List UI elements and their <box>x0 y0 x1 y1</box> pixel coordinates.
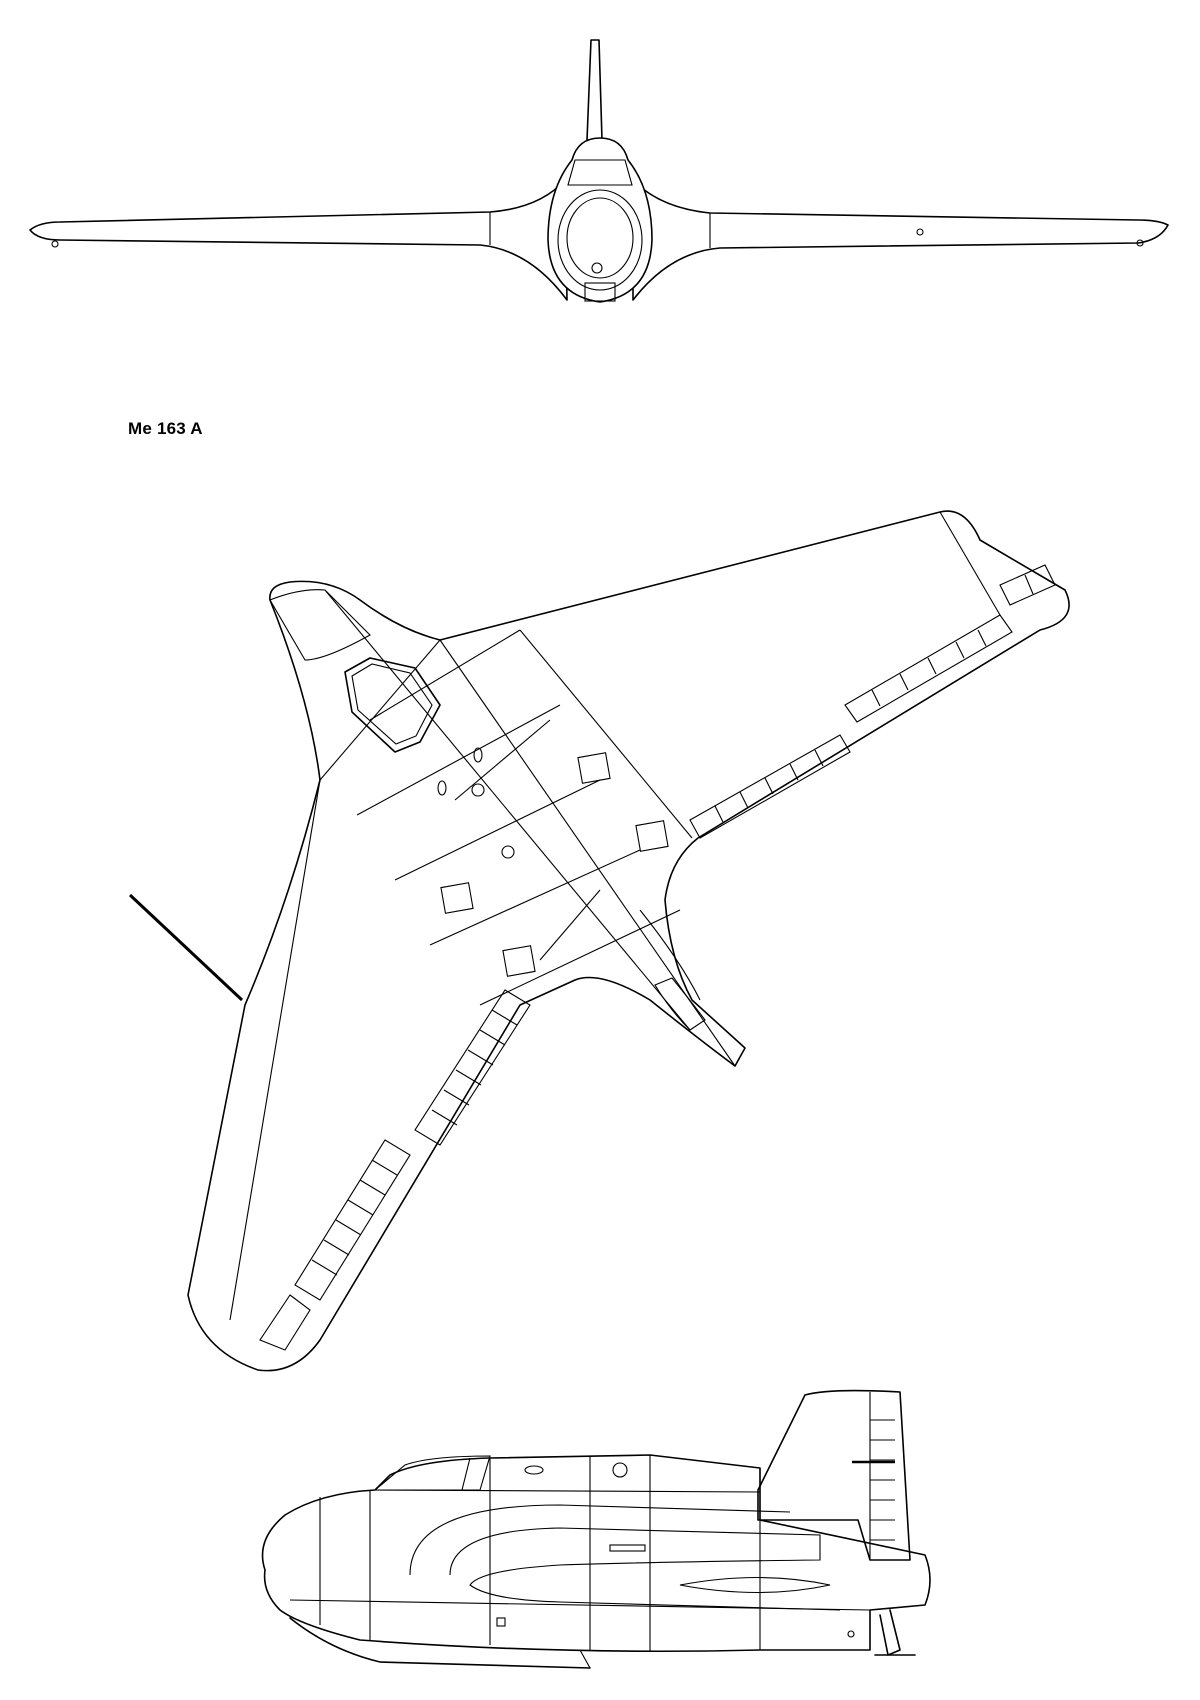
tail-wheel <box>879 1609 901 1656</box>
plan-left-elevons <box>259 989 531 1351</box>
side-fuselage <box>261 1454 931 1653</box>
plan-nose <box>269 589 371 661</box>
side-canopy <box>373 1455 491 1491</box>
aircraft-title: Me 163 A <box>128 419 203 438</box>
landing-skid <box>289 1617 591 1669</box>
side-wing-fairing <box>449 1527 841 1611</box>
plan-view <box>128 510 1070 1372</box>
front-view <box>29 39 1169 303</box>
front-canopy <box>567 159 633 186</box>
front-right-wing <box>632 179 1169 301</box>
front-fuselage <box>547 137 653 303</box>
plan-right-elevons <box>689 564 1056 839</box>
plan-canopy <box>344 657 441 753</box>
right-wingtip-skid <box>1136 239 1144 247</box>
side-fin <box>757 1389 911 1561</box>
plan-outline <box>187 510 1070 1372</box>
front-fin <box>586 39 603 141</box>
side-rudder-ribs <box>852 1419 895 1541</box>
pitot-probe <box>128 893 244 1002</box>
front-left-wing <box>29 179 568 301</box>
left-wingtip-skid <box>51 240 59 248</box>
side-view <box>261 1389 931 1669</box>
